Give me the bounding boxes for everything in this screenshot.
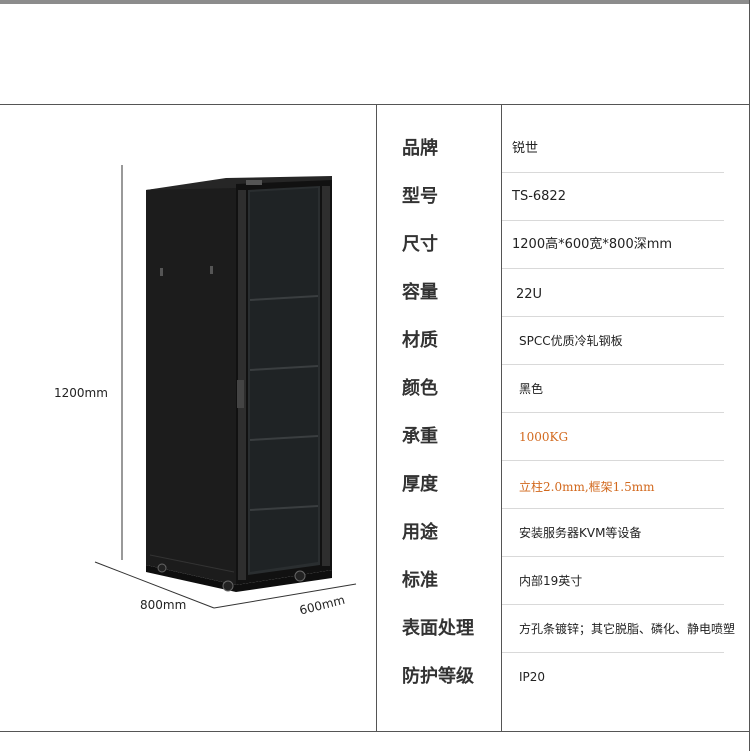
spec-value-color: 黑色 [519, 382, 544, 396]
row-separator [502, 652, 724, 653]
row-separator [502, 556, 724, 557]
spec-value-material: SPCC优质冷轧钢板 [519, 334, 623, 348]
spec-label-protection: 防护等级 [402, 666, 474, 687]
row-separator [502, 412, 724, 413]
row-separator [502, 268, 724, 269]
row-separator [502, 316, 724, 317]
header-divider [0, 104, 750, 105]
cabinet-image [94, 165, 357, 609]
spec-value-standard: 内部19英寸 [519, 574, 583, 588]
spec-value-model: TS-6822 [512, 189, 566, 204]
spec-value-surface: 方孔条镀锌；其它脱脂、磷化、静电喷塑 [519, 622, 736, 636]
row-separator [502, 172, 724, 173]
spec-label-model: 型号 [402, 186, 438, 207]
width-dimension: 800mm [140, 598, 187, 612]
spec-label-size: 尺寸 [402, 234, 438, 255]
row-separator [502, 220, 724, 221]
row-separator [502, 460, 724, 461]
height-dimension: 1200mm [54, 386, 108, 400]
row-separator [502, 508, 724, 509]
spec-label-color: 颜色 [402, 378, 438, 399]
spec-value-protection: IP20 [519, 670, 546, 684]
spec-value-load: 1000KG [519, 430, 569, 444]
spec-label-load: 承重 [402, 426, 438, 447]
label-value-divider [501, 104, 502, 731]
spec-value-thickness: 立柱2.0mm,框架1.5mm [519, 480, 655, 494]
spec-value-usage: 安装服务器KVM等设备 [519, 526, 642, 540]
row-separator [502, 604, 724, 605]
spec-label-usage: 用途 [402, 522, 438, 543]
top-bar [0, 0, 750, 4]
spec-label-surface: 表面处理 [402, 618, 474, 639]
spec-label-material: 材质 [402, 330, 438, 351]
row-separator [502, 364, 724, 365]
column-divider [376, 104, 377, 731]
spec-label-thickness: 厚度 [402, 474, 438, 495]
spec-label-standard: 标准 [402, 570, 438, 591]
spec-label-brand: 品牌 [402, 138, 438, 159]
spec-value-capacity: 22U [516, 287, 543, 302]
bottom-border [0, 731, 750, 732]
spec-label-capacity: 容量 [402, 282, 438, 303]
spec-value-size: 1200高*600宽*800深mm [512, 237, 673, 252]
spec-value-brand: 锐世 [512, 141, 539, 156]
